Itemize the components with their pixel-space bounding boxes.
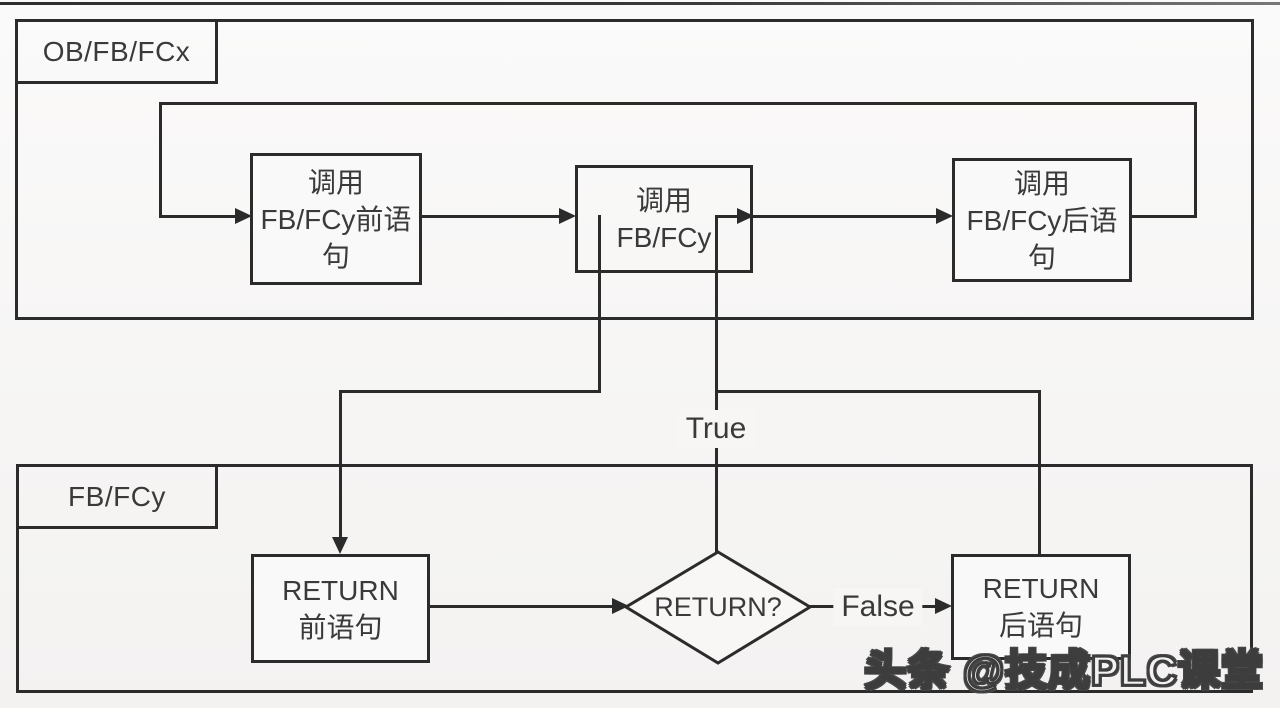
box-return-post-line2: 后语句: [998, 610, 1083, 641]
box-call: 调用 FB/FCy: [575, 165, 753, 273]
box-return-pre-line2: 前语句: [298, 611, 383, 643]
flow-line-loop-top: [159, 102, 1197, 105]
caller-container-label: OB/FB/FCx: [42, 35, 191, 67]
flow-line-loop-left: [159, 102, 162, 218]
arrowhead-exit-call: [737, 208, 754, 224]
callee-container-label: FB/FCy: [68, 480, 166, 512]
box-call-post-line1: 调用: [1013, 167, 1070, 199]
box-call-post: 调用 FB/FCy后语 句: [952, 158, 1132, 282]
flow-line-call-down: [598, 215, 601, 393]
arrowhead-into-return-post: [935, 598, 952, 614]
flow-line-merge: [715, 390, 1041, 393]
box-call-pre: 调用 FB/FCy前语 句: [250, 153, 422, 285]
false-branch-label: False: [833, 588, 923, 626]
arrowhead-into-return-pre: [332, 537, 348, 554]
arrowhead-into-decision: [612, 598, 629, 614]
callee-container: [16, 464, 1253, 693]
decision-label: RETURN?: [654, 592, 782, 622]
flow-line-post-to-loop: [1132, 215, 1197, 218]
flow-line-drop-to-return-pre: [339, 390, 342, 539]
box-call-line1: 调用: [635, 185, 692, 216]
box-return-pre: RETURN 前语句: [251, 554, 430, 663]
decision-diamond-shape: [623, 550, 813, 665]
flow-line-loop-into-pre: [159, 215, 236, 218]
decision-diamond: RETURN?: [622, 549, 814, 671]
box-call-post-line3: 句: [1027, 241, 1056, 273]
box-call-pre-line1: 调用: [307, 166, 364, 198]
box-call-line2: FB/FCy: [616, 222, 712, 253]
box-return-pre-line1: RETURN: [282, 574, 399, 606]
flow-line-true-up: [715, 217, 718, 555]
flow-line-return-post-up: [1038, 390, 1041, 555]
flow-line-mid-left: [339, 390, 601, 393]
box-call-pre-line2: FB/FCy前语: [260, 203, 412, 235]
top-edge-rule: [0, 2, 1280, 5]
flow-line-loop-right: [1194, 102, 1197, 218]
box-call-pre-line3: 句: [321, 240, 350, 272]
arrowhead-into-call-pre: [235, 208, 252, 224]
true-branch-label: True: [677, 410, 755, 448]
box-return-post: RETURN 后语句: [951, 554, 1131, 660]
arrowhead-into-call-post: [936, 208, 953, 224]
callee-container-tab: FB/FCy: [16, 464, 218, 529]
box-return-post-line1: RETURN: [982, 573, 1100, 604]
caller-container-tab: OB/FB/FCx: [15, 19, 218, 84]
arrowhead-into-call: [559, 208, 576, 224]
caller-container: [15, 19, 1254, 320]
watermark: 头条 @技成PLC课堂: [863, 646, 1264, 696]
box-call-post-line2: FB/FCy后语: [966, 204, 1118, 236]
flow-line-call-to-post: [715, 215, 937, 218]
flow-line-return-pre-to-decision: [430, 605, 613, 608]
flow-line-pre-to-call: [422, 215, 560, 218]
